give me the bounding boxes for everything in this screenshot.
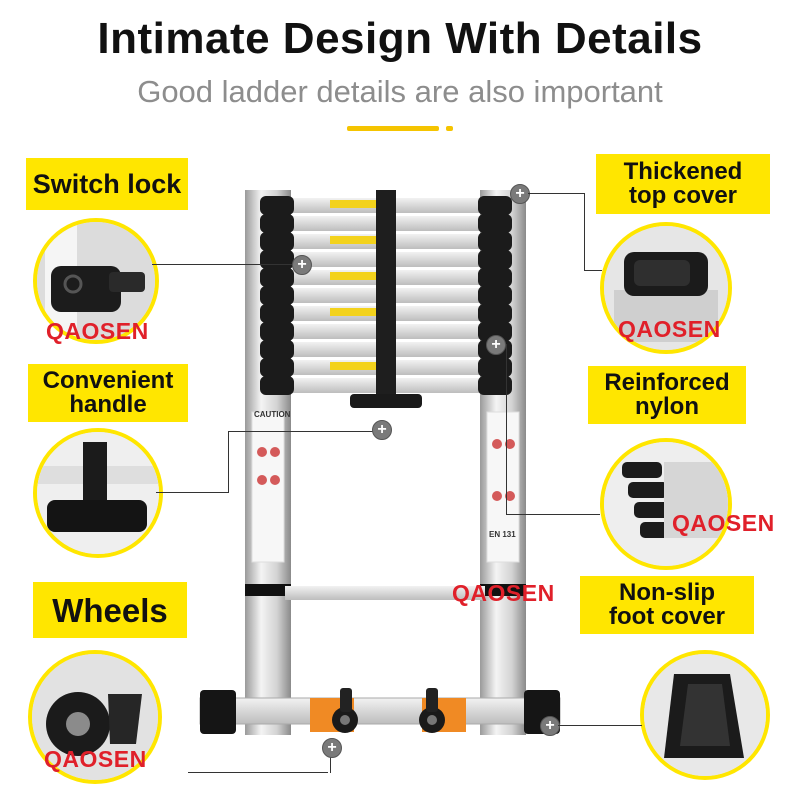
top-cover-leader-end: [584, 270, 602, 271]
telescopic-ladder-illustration: [199, 190, 561, 735]
left-foot-cover: [200, 690, 236, 734]
reinforced-nylon-label: Reinforced nylon: [588, 366, 746, 424]
handle-leader-horizontal: [156, 492, 229, 493]
foot-cover-leader-line: [558, 725, 642, 726]
handle-detail-image: [33, 428, 163, 558]
switch-lock-leader-line: [152, 264, 300, 265]
carry-strap: [376, 190, 396, 395]
page-title: Intimate Design With Details: [97, 14, 703, 63]
wheels-leader-horizontal: [188, 772, 328, 773]
rung-caps-left: [260, 196, 294, 395]
non-slip-foot-cover-label: Non-slip foot cover: [580, 576, 754, 634]
plus-icon: +: [510, 184, 530, 204]
top-cover-leader-horizontal: [528, 193, 584, 194]
wheels-label: Wheels: [33, 582, 187, 638]
plus-icon: +: [486, 335, 506, 355]
accent-bar: [347, 126, 439, 131]
caution-sticker-text: CAUTION: [254, 410, 291, 419]
switch-lock-label: Switch lock: [26, 158, 188, 210]
standard-sticker-text: EN 131: [489, 530, 516, 539]
wheels-detail-image: [28, 650, 162, 784]
brand-watermark-top-cover: QAOSEN: [618, 316, 721, 342]
carry-handle: [350, 394, 422, 408]
brand-watermark-center: QAOSEN: [452, 580, 555, 606]
accent-dot: [446, 126, 453, 131]
plus-icon: +: [372, 420, 392, 440]
convenient-handle-label: Convenient handle: [28, 364, 188, 422]
nylon-detail-image: [600, 438, 732, 570]
plus-icon: +: [292, 255, 312, 275]
brand-watermark-wheels: QAOSEN: [44, 746, 147, 772]
foot-cover-detail-image: [640, 650, 770, 780]
thickened-top-cover-label: Thickened top cover: [596, 154, 770, 214]
top-cover-leader-vertical: [584, 193, 585, 270]
top-cover-detail-image: [600, 222, 732, 354]
plus-icon: +: [322, 738, 342, 758]
nylon-leader-horizontal: [506, 514, 600, 515]
switch-lock-detail-image: [33, 218, 159, 344]
brand-watermark-switch-lock: QAOSEN: [46, 318, 149, 344]
plus-icon: +: [540, 716, 560, 736]
page-subtitle: Good ladder details are also important: [137, 74, 663, 109]
handle-leader-top: [228, 431, 374, 432]
brand-watermark-nylon: QAOSEN: [672, 510, 775, 536]
handle-leader-vertical: [228, 431, 229, 493]
nylon-leader-vertical: [506, 344, 507, 514]
rung-caps-right: [478, 196, 512, 395]
